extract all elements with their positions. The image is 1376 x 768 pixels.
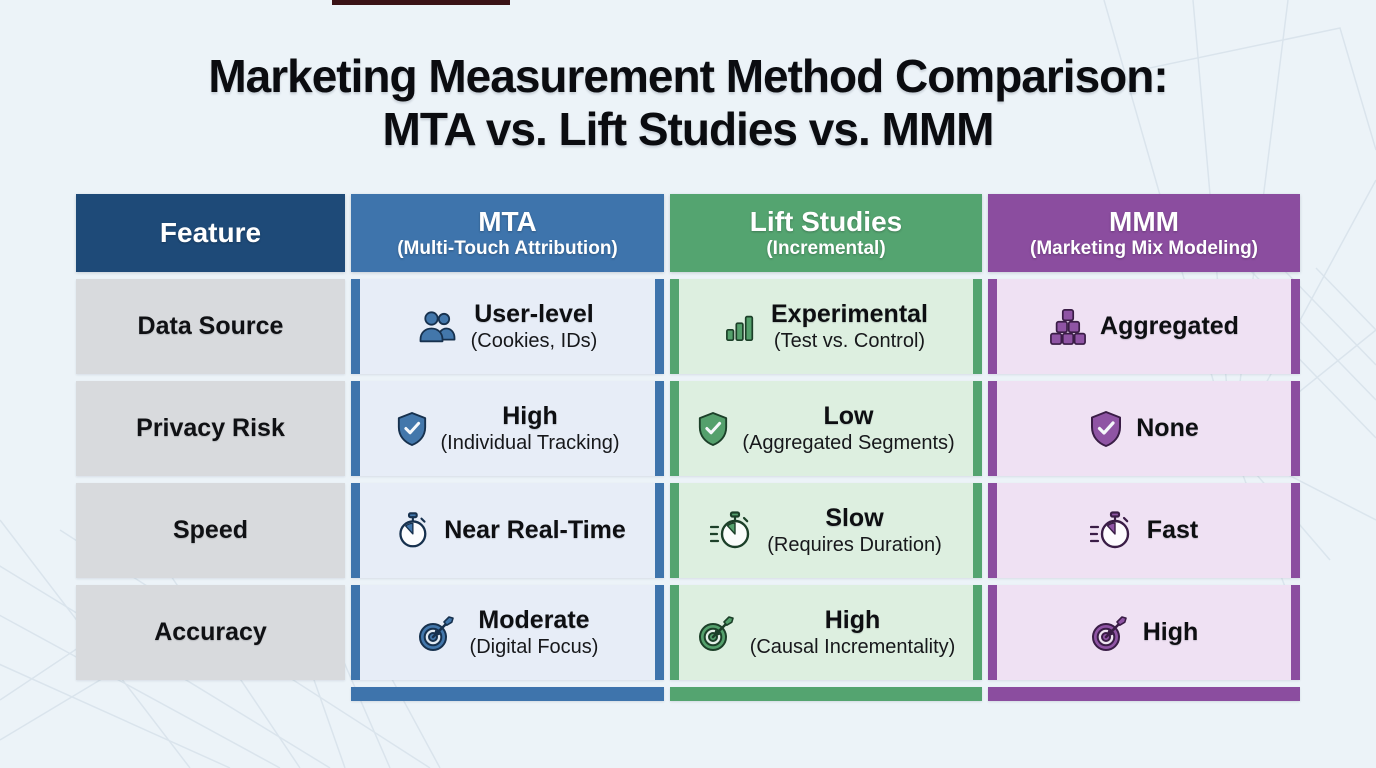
cell-value: Slow	[825, 504, 884, 533]
cell-data-source-mmm: Aggregated	[988, 279, 1300, 374]
cell-value: Low	[823, 402, 874, 431]
cell-value: Moderate	[478, 606, 590, 635]
top-edge-artifact	[332, 0, 510, 5]
column-title: Lift Studies	[749, 205, 903, 237]
cell-value: None	[1136, 413, 1199, 442]
column-subtitle: (Incremental)	[766, 237, 886, 259]
column-subtitle: (Multi-Touch Attribution)	[397, 237, 618, 259]
cell-value: Experimental	[770, 300, 928, 329]
row-label-data-source: Data Source	[76, 279, 345, 374]
row-label-speed: Speed	[76, 483, 345, 578]
target-icon	[697, 613, 737, 653]
column-header-feature: Feature	[76, 194, 345, 272]
cell-data-source-lift: Experimental (Test vs. Control)	[670, 279, 982, 374]
page-title-line1: Marketing Measurement Method Comparison:	[208, 50, 1168, 102]
shield-check-icon	[1089, 410, 1123, 448]
target-icon	[1090, 613, 1130, 653]
cell-privacy-risk-lift: Low (Aggregated Segments)	[670, 381, 982, 476]
cell-accuracy-mta: Moderate (Digital Focus)	[351, 585, 664, 680]
column-header-mmm: MMM (Marketing Mix Modeling)	[988, 194, 1300, 272]
row-label-privacy-risk: Privacy Risk	[76, 381, 345, 476]
stopwatch-icon	[1089, 510, 1134, 551]
cell-value: High	[502, 402, 558, 431]
row-label-accuracy: Accuracy	[76, 585, 345, 680]
blocks-icon	[1049, 308, 1087, 345]
comparison-table: Feature MTA (Multi-Touch Attribution) Li…	[76, 194, 1300, 701]
column-header-mta: MTA (Multi-Touch Attribution)	[351, 194, 664, 272]
users-icon	[418, 310, 458, 344]
cell-privacy-risk-mmm: None	[988, 381, 1300, 476]
column-subtitle: (Marketing Mix Modeling)	[1030, 237, 1258, 259]
cell-privacy-risk-mta: High (Individual Tracking)	[351, 381, 664, 476]
column-title: Feature	[159, 216, 262, 248]
cell-speed-mmm: Fast	[988, 483, 1300, 578]
cell-detail: (Digital Focus)	[469, 635, 599, 658]
cell-detail: (Aggregated Segments)	[742, 431, 955, 454]
mta-column-footer-bar	[351, 687, 664, 701]
cell-detail: (Individual Tracking)	[440, 431, 620, 454]
cell-detail: (Test vs. Control)	[773, 329, 926, 352]
column-title: MMM	[1109, 205, 1179, 237]
page-title-line2: MTA vs. Lift Studies vs. MMM	[382, 103, 995, 156]
cell-data-source-mta: User-level (Cookies, IDs)	[351, 279, 664, 374]
stopwatch-icon	[389, 511, 431, 551]
stopwatch-icon	[710, 510, 754, 551]
cell-speed-lift: Slow (Requires Duration)	[670, 483, 982, 578]
cell-value: Near Real-Time	[444, 515, 626, 544]
mmm-column-footer-bar	[988, 687, 1300, 701]
cell-value: High	[824, 606, 881, 635]
column-title: MTA	[478, 205, 537, 237]
cell-detail: (Cookies, IDs)	[470, 329, 598, 352]
cell-accuracy-lift: High (Causal Incrementality)	[670, 585, 982, 680]
cell-detail: (Requires Duration)	[767, 533, 942, 556]
column-header-lift-studies: Lift Studies (Incremental)	[670, 194, 982, 272]
target-icon	[417, 613, 457, 653]
bar-chart-icon	[724, 311, 758, 343]
cell-accuracy-mmm: High	[988, 585, 1300, 680]
cell-value: High	[1142, 617, 1199, 646]
cell-value: Fast	[1146, 515, 1199, 544]
cell-value: User-level	[474, 300, 594, 329]
shield-check-icon	[396, 411, 428, 447]
cell-value: Aggregated	[1100, 311, 1239, 340]
page-title: Marketing Measurement Method Comparison:…	[0, 50, 1376, 157]
lift-column-footer-bar	[670, 687, 982, 701]
shield-check-icon	[697, 411, 729, 447]
cell-detail: (Causal Incrementality)	[749, 635, 956, 658]
cell-speed-mta: Near Real-Time	[351, 483, 664, 578]
